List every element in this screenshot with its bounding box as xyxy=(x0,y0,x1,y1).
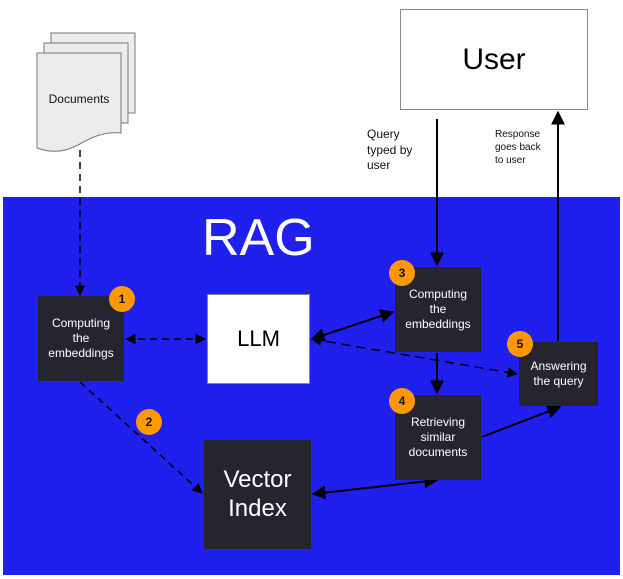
retrieve-label: Retrieving similar documents xyxy=(408,415,468,459)
step-badge-4: 4 xyxy=(389,388,415,414)
edge-embed-query-llm xyxy=(310,309,395,342)
llm-node: LLM xyxy=(207,294,310,384)
vector-index-label: Vector Index xyxy=(223,465,292,522)
llm-label: LLM xyxy=(237,326,280,351)
embed-query-node: Computing the embeddings xyxy=(395,267,481,352)
step-badge-1: 1 xyxy=(109,286,135,312)
rag-title: RAG xyxy=(202,209,315,267)
embed-docs-node: Computing the embeddings xyxy=(38,296,124,381)
step-badge-3: 3 xyxy=(389,260,415,286)
documents-label: Documents xyxy=(48,92,110,106)
rag-region xyxy=(3,197,620,575)
embed-query-label: Computing the embeddings xyxy=(405,287,471,331)
edge-retrieve-to-answer xyxy=(481,404,562,438)
step-badge-5: 5 xyxy=(507,331,533,357)
answer-label: Answering the query xyxy=(530,359,587,388)
step-badge-2: 2 xyxy=(136,409,162,435)
query-annotation: Query typed by user xyxy=(367,127,413,173)
edge-llm-answer xyxy=(310,335,519,378)
edge-embed-docs-to-vector-index xyxy=(79,381,203,494)
response-annotation: Response goes back to user xyxy=(495,129,541,166)
document-stack-icon xyxy=(36,32,136,152)
embed-docs-label: Computing the embeddings xyxy=(48,316,114,360)
vector-index-node: Vector Index xyxy=(204,440,311,549)
user-label: User xyxy=(462,42,526,76)
edge-retrieve-vector-index xyxy=(311,474,439,500)
answer-node: Answering the query xyxy=(519,342,598,406)
user-node: User xyxy=(400,9,588,110)
